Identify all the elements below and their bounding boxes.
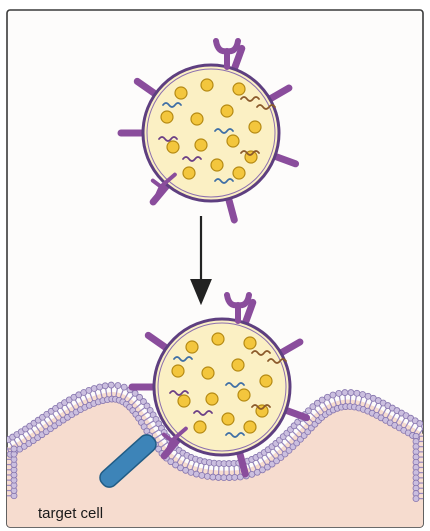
cargo-molecule <box>260 375 272 387</box>
lipid-head <box>330 392 336 398</box>
lipid-head <box>193 471 199 477</box>
lipid-head <box>342 390 348 396</box>
cargo-molecule <box>249 121 261 133</box>
cargo-molecule <box>206 393 218 405</box>
cargo-molecule <box>175 87 187 99</box>
cargo-molecule <box>186 341 198 353</box>
lipid-head <box>413 496 419 502</box>
lipid-head <box>354 390 360 396</box>
lipid-head <box>0 488 3 494</box>
lipid-head <box>204 473 210 479</box>
lipid-head <box>0 467 3 473</box>
cargo-molecule <box>222 413 234 425</box>
lipid-head <box>0 462 3 468</box>
lipid-head <box>232 474 238 480</box>
lipid-head <box>11 446 17 452</box>
lipid-head <box>108 382 114 388</box>
lipid-head <box>199 472 205 478</box>
cargo-molecule <box>194 421 206 433</box>
cargo-molecule <box>212 333 224 345</box>
cargo-molecule <box>178 395 190 407</box>
lipid-head <box>336 390 342 396</box>
cargo-molecule <box>161 111 173 123</box>
cargo-molecule <box>202 367 214 379</box>
cargo-molecule <box>191 113 203 125</box>
lipid-head <box>0 472 3 478</box>
lipid-head <box>210 474 216 480</box>
cargo-molecule <box>232 359 244 371</box>
cargo-molecule <box>244 337 256 349</box>
cargo-molecule <box>244 421 256 433</box>
lipid-head <box>97 384 103 390</box>
lipid-tail <box>350 396 351 404</box>
lipid-tail <box>213 466 214 474</box>
lipid-head <box>422 424 428 430</box>
lipid-head <box>0 456 3 462</box>
lipid-head <box>348 390 354 396</box>
lipid-head <box>324 394 330 400</box>
cargo-molecule <box>211 159 223 171</box>
lipid-head <box>121 384 127 390</box>
lipid-head <box>0 493 3 499</box>
cargo-molecule <box>195 139 207 151</box>
cargo-molecule <box>201 79 213 91</box>
cargo-molecule <box>233 167 245 179</box>
cargo-molecule <box>167 141 179 153</box>
target-cell-label: target cell <box>38 505 103 522</box>
lipid-head <box>0 446 3 452</box>
lipid-head <box>0 482 3 488</box>
cargo-molecule <box>172 365 184 377</box>
cargo-molecule <box>227 135 239 147</box>
lipid-head <box>0 451 3 457</box>
cargo-molecule <box>183 167 195 179</box>
lipid-head <box>102 383 108 389</box>
lipid-head <box>115 382 121 388</box>
cargo-molecule <box>238 389 250 401</box>
cargo-molecule <box>221 105 233 117</box>
lipid-head <box>0 477 3 483</box>
cargo-molecule <box>233 83 245 95</box>
lipid-head <box>1 439 7 445</box>
